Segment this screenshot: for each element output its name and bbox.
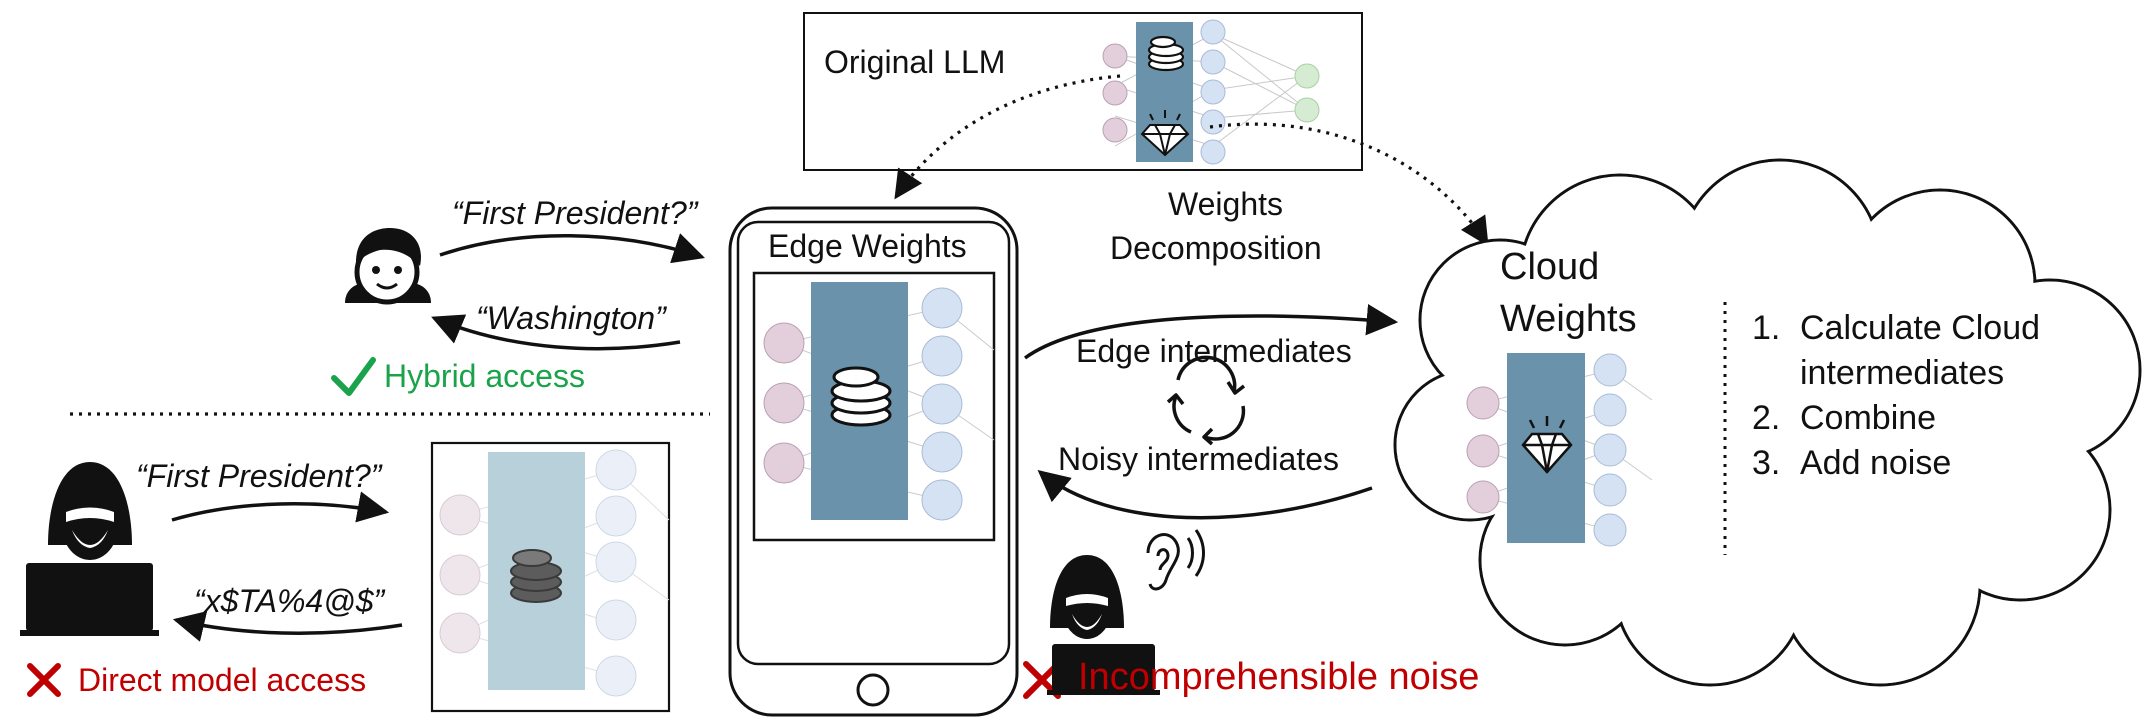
edge-intermediates-label: Edge intermediates (1076, 333, 1352, 369)
incomprehensible-noise-label: Incomprehensible noise (1078, 656, 1480, 698)
decomposition-label-line2: Decomposition (1110, 230, 1322, 266)
attacker-query-text: “First President?” (136, 458, 382, 494)
x-icon (27, 663, 61, 697)
attacker-query-arrow (171, 491, 390, 523)
step-number: 1. (1752, 309, 1781, 347)
user-answer-text: “Washington” (476, 300, 666, 336)
cloud-weights-title-line1: Cloud (1500, 246, 1600, 288)
coins-icon (830, 366, 892, 427)
cloud-steps-list: 1. Calculate Cloud intermediates 2. Comb… (1752, 306, 2090, 486)
step-number: 3. (1752, 444, 1781, 482)
cloud-to-edge-arrow (1037, 469, 1373, 520)
decompose-arrow-to-cloud (1209, 122, 1489, 247)
original-llm-title: Original LLM (824, 44, 1006, 80)
edge-weights-title: Edge Weights (768, 228, 967, 264)
attacker-answer-arrow (172, 611, 403, 642)
ear-icon (1146, 529, 1205, 591)
diamond-icon (1521, 416, 1573, 474)
step-text: Combine (1800, 399, 1937, 437)
step-text: Calculate Cloud intermediates (1800, 309, 2041, 392)
cloud-model (1466, 353, 1653, 547)
user-query-arrow (439, 233, 705, 264)
decompose-arrow-to-edge (894, 74, 1121, 200)
user-answer-arrow (431, 314, 681, 351)
coins-icon (510, 549, 562, 603)
coins-icon (1147, 35, 1185, 72)
eavesdropper-icon (1047, 555, 1160, 695)
hybrid-access-label: Hybrid access (384, 358, 585, 394)
step-number: 2. (1752, 399, 1781, 437)
cloud-step: 2. Combine (1752, 396, 2090, 441)
edge-to-cloud-arrow (1023, 304, 1399, 360)
attacker-answer-text: “x$TA%4@$” (194, 583, 385, 619)
step-text: Add noise (1800, 444, 1952, 482)
cloud-step: 1. Calculate Cloud intermediates (1752, 306, 2090, 396)
original-llm-box (803, 12, 1363, 171)
phone-device (728, 206, 1019, 717)
diamond-icon (1140, 110, 1190, 157)
input-node (1102, 43, 1128, 143)
direct-access-label: Direct model access (78, 662, 367, 698)
noisy-intermediates-label: Noisy intermediates (1058, 441, 1339, 477)
check-icon (331, 357, 376, 396)
decomposition-label-line1: Weights (1168, 186, 1284, 222)
user-query-text: “First President?” (452, 195, 698, 231)
cycle-icon (1166, 355, 1246, 446)
user-icon (345, 228, 431, 305)
cloud-step: 3. Add noise (1752, 441, 2090, 486)
cloud-weights-title-line2: Weights (1500, 298, 1637, 340)
stolen-model-box (430, 441, 671, 713)
hacker-icon (20, 462, 159, 636)
